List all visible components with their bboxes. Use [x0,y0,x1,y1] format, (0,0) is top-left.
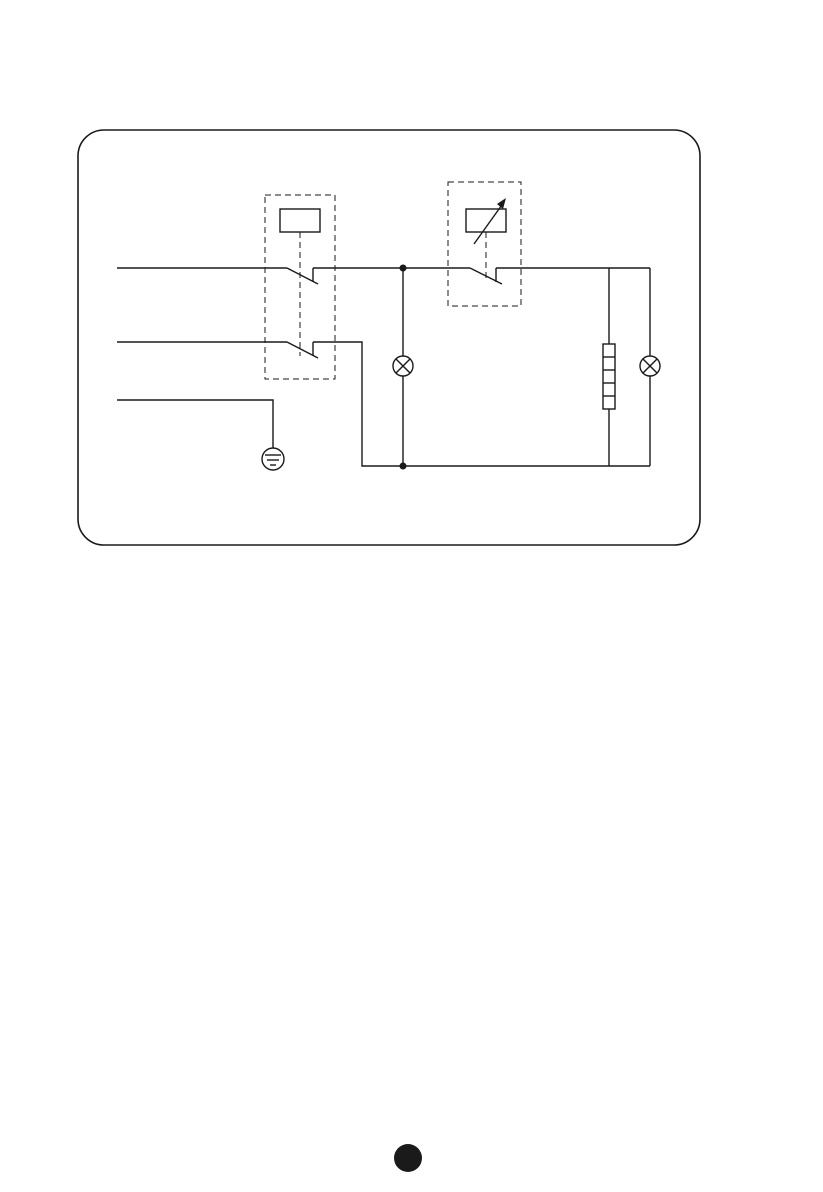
indicator-lamp-icon [640,356,660,376]
page-marker-dot [394,1144,422,1172]
thermostat-dashed-enclosure [448,182,521,306]
thermostat-contact [470,268,502,284]
thermostat-arrow-head [497,198,506,209]
thermostat-sensor [466,209,506,232]
switch-actuator [280,209,320,232]
thermostat [448,182,521,306]
ground-icon [262,448,284,470]
indicator-lamp-icon [393,356,413,376]
diagram-frame [78,130,700,545]
neutral-path [313,342,368,466]
double-pole-switch [265,195,335,379]
supply-line-earth [117,400,273,448]
heating-element-icon [603,344,615,409]
